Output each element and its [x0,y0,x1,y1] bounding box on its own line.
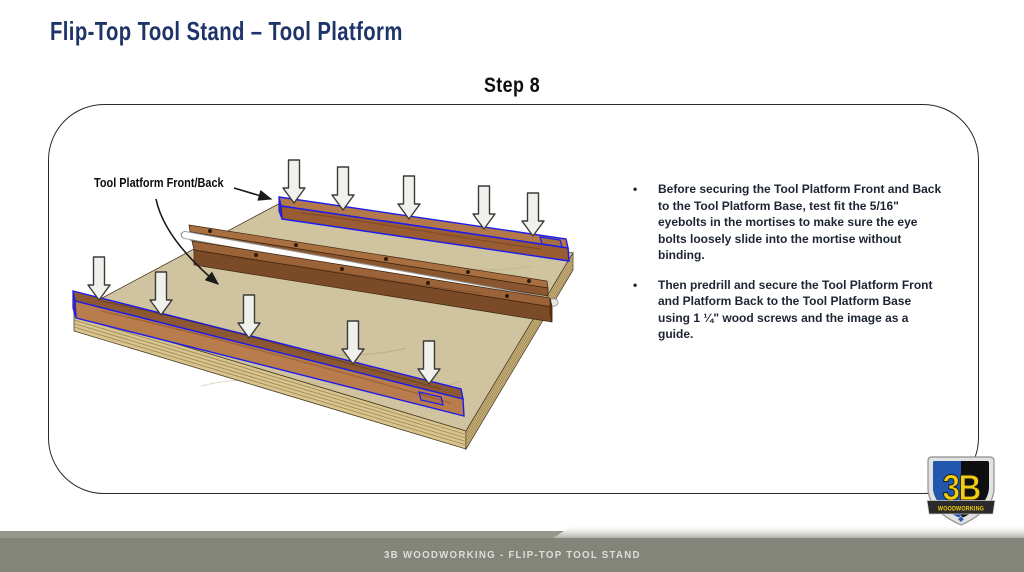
bullet-text: Then predrill and secure the Tool Platfo… [658,277,933,342]
leader-arrows [155,187,273,285]
mortise-back [539,236,563,248]
content-panel: Tool Platform Front/Back • Before securi… [48,104,979,494]
bullet-text: Before securing the Tool Platform Front … [658,182,942,263]
logo-diamond [957,515,965,523]
footer-top-stripe [0,531,1024,538]
brand-logo: 3B WOODWORKING [926,456,996,526]
tool-platform-back-board [278,196,570,262]
callout-label: Tool Platform Front/Back [94,175,224,190]
logo-ribbon [926,500,996,515]
step-heading: Step 8 [483,74,541,97]
center-rails [180,224,559,323]
logo-banner-text: WOODWORKING [938,506,984,512]
footer-text: 3B WOODWORKING - FLIP-TOP TOOL STAND [383,549,641,561]
tool-platform-front-board [72,290,465,417]
bullet-marker: • [633,277,638,292]
instruction-bullet: • Then predrill and secure the Tool Plat… [633,277,945,343]
step-heading-wrap: Step 8 [0,74,1024,98]
platform-illustration [72,159,574,451]
footer-bar: 3B WOODWORKING - FLIP-TOP TOOL STAND [0,538,1024,572]
mortise-front [418,391,444,406]
instruction-bullet: • Before securing the Tool Platform Fron… [633,181,945,264]
bullet-marker: • [633,182,638,196]
footer-accent-band [552,527,1024,539]
page-title: Flip-Top Tool Stand – Tool Platform [50,16,403,46]
instruction-list: • Before securing the Tool Platform Fron… [633,181,945,356]
